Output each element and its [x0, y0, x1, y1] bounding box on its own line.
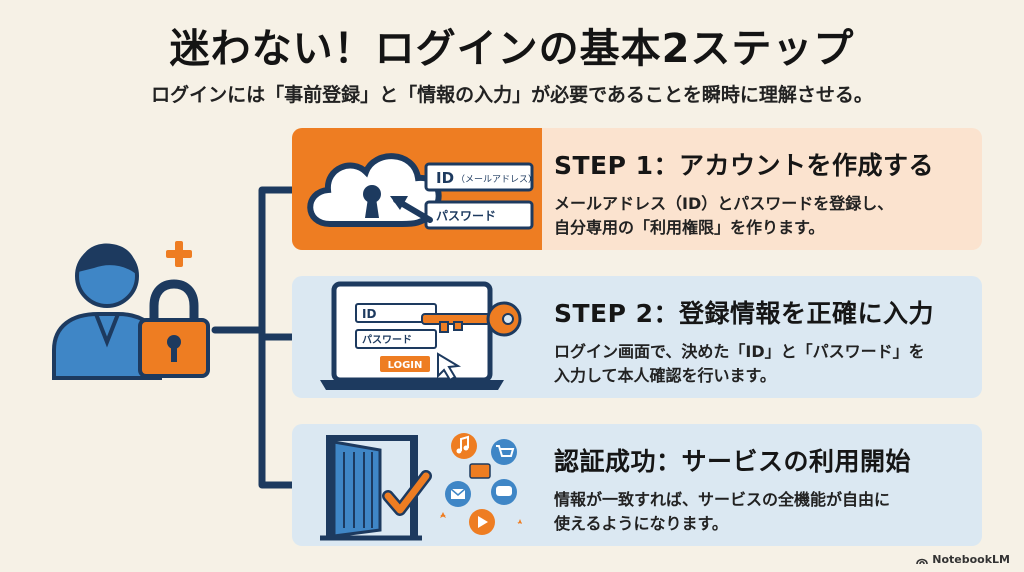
page-title: 迷わない！ログインの基本2ステップ — [169, 26, 855, 72]
step-2-password-label: パスワード — [362, 334, 412, 346]
login-button-label: LOGIN — [388, 360, 423, 371]
cart-icon — [491, 439, 517, 465]
user-icon — [52, 241, 210, 380]
notebooklm-logo-icon — [916, 558, 929, 564]
step-2-desc-line: 入力して本人確認を行います。 — [554, 366, 776, 385]
page-subtitle: ログインには「事前登録」と「情報の入力」が必要であることを瞬時に理解させる。 — [151, 84, 873, 106]
arrow-icon — [390, 196, 433, 223]
step-1-heading: STEP 1：アカウントを作成する — [554, 151, 935, 180]
step-1-id-label: ID — [436, 169, 454, 187]
step-1-card: ID （メールアドレス） パスワード STEP 1：アカウントを作成する メール… — [292, 128, 982, 250]
padlock-icon — [138, 279, 210, 378]
step-3-card: 認証成功：サービスの利用開始 情報が一致すれば、サービスの全機能が自由に 使える… — [292, 424, 982, 546]
step-2-id-label: ID — [362, 307, 376, 321]
step-2-description: ログイン画面で、決めた「ID」と「パスワード」を 入力して本人確認を行います。 — [554, 340, 974, 388]
step-3-text: 認証成功：サービスの利用開始 情報が一致すれば、サービスの全機能が自由に 使える… — [554, 442, 974, 536]
footer-label: NotebookLM — [932, 553, 1010, 566]
login-button[interactable] — [380, 356, 430, 372]
step-3-desc-line: 情報が一致すれば、サービスの全機能が自由に — [554, 490, 891, 509]
cloud-lock-icon: ID （メールアドレス） パスワード — [307, 153, 537, 230]
cursor-icon — [437, 352, 462, 382]
mail-icon — [445, 481, 471, 507]
key-icon — [421, 301, 522, 337]
step-1-desc-line: 自分専用の「利用権限」を作ります。 — [554, 218, 825, 237]
step-1-password-label: パスワード — [436, 209, 496, 223]
step-2-heading: STEP 2：登録情報を正確に入力 — [554, 299, 935, 328]
music-icon — [451, 433, 477, 459]
step-2-text: STEP 2：登録情報を正確に入力 ログイン画面で、決めた「ID」と「パスワード… — [554, 294, 974, 388]
card-icon — [469, 463, 491, 479]
step-1-desc-line: メールアドレス（ID）とパスワードを登録し、 — [554, 194, 894, 213]
door-icon — [320, 433, 522, 541]
plus-icon — [166, 241, 192, 267]
step-3-desc-line: 使えるようになります。 — [554, 514, 728, 533]
chat-icon — [491, 479, 517, 505]
laptop-icon: ID パスワード LOGIN — [320, 281, 522, 390]
notebooklm-watermark: NotebookLM — [916, 553, 1010, 566]
step-2-card: ID パスワード LOGIN STEP 2：登録情報を正確に入力 ログイン画面で… — [292, 276, 982, 398]
play-icon — [469, 509, 495, 535]
step-2-desc-line: ログイン画面で、決めた「ID」と「パスワード」を — [554, 342, 925, 361]
step-3-description: 情報が一致すれば、サービスの全機能が自由に 使えるようになります。 — [554, 488, 974, 536]
step-3-heading: 認証成功：サービスの利用開始 — [554, 447, 912, 476]
checkmark-icon — [384, 472, 430, 514]
step-1-id-note: （メールアドレス） — [456, 174, 537, 185]
step-1-text: STEP 1：アカウントを作成する メールアドレス（ID）とパスワードを登録し、… — [554, 146, 974, 240]
step-1-description: メールアドレス（ID）とパスワードを登録し、 自分専用の「利用権限」を作ります。 — [554, 192, 974, 240]
